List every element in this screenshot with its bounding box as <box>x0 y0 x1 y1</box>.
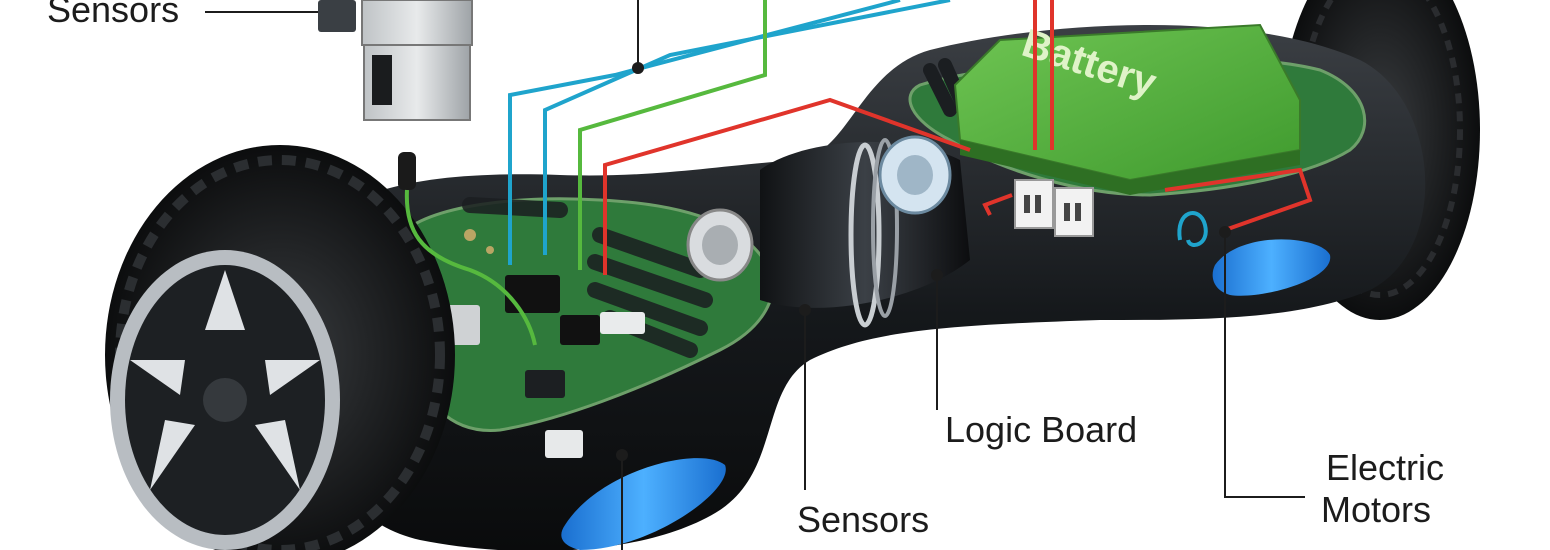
wheel-spokes <box>130 270 320 490</box>
ir-sensor-pair <box>1014 179 1094 237</box>
label-electric-motors-line2: Motors <box>1321 489 1432 530</box>
blue-coil <box>1177 211 1208 247</box>
label-sensors-bottom: Sensors <box>797 499 930 540</box>
blue-wire-2 <box>543 0 951 255</box>
leader-electric-motors <box>1224 232 1305 498</box>
green-wire <box>578 0 767 270</box>
leader-dots <box>616 62 1231 461</box>
left-wheel <box>105 145 455 550</box>
label-logic-board: Logic Board <box>945 409 1138 450</box>
battery-pack: Battery <box>953 21 1301 195</box>
left-pcb-board <box>392 197 775 458</box>
red-wire-1 <box>603 97 971 275</box>
leader-lines <box>205 0 1305 550</box>
label-electric-motors-line1: Electric <box>1326 447 1445 488</box>
hall-sensor-probe <box>398 152 537 346</box>
center-hub <box>686 135 970 328</box>
wiring <box>508 0 1313 275</box>
led-lights <box>561 239 1331 550</box>
external-sensor-module <box>318 0 473 121</box>
red-wire-4 <box>1164 167 1313 232</box>
label-sensors-top: Sensors <box>47 0 180 30</box>
